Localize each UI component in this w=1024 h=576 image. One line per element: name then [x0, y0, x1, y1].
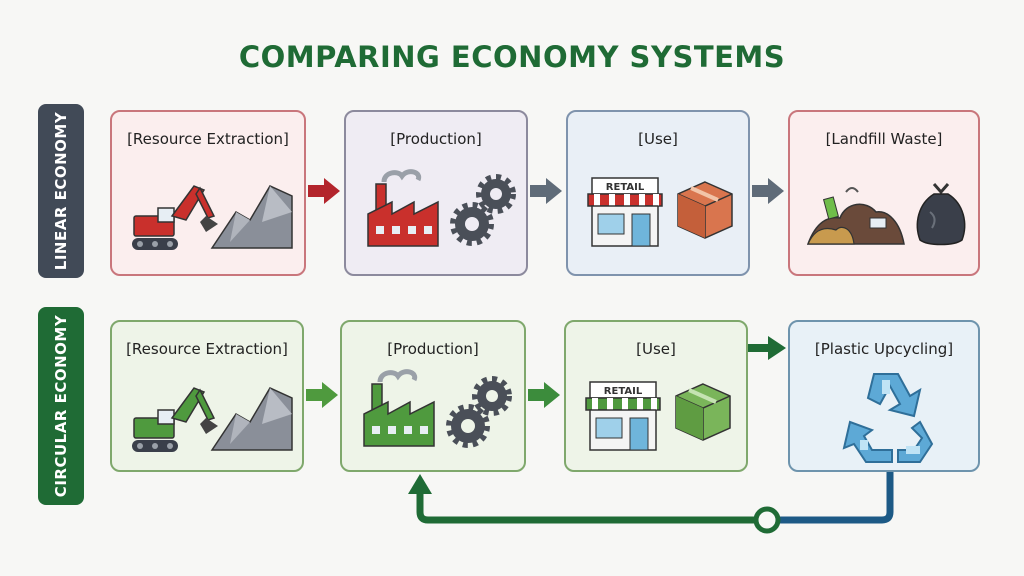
trash-bag-icon — [916, 183, 966, 246]
linear-economy-label: LINEAR ECONOMY — [38, 104, 84, 278]
return-arrow-head — [408, 474, 432, 494]
gears-icon — [446, 376, 512, 448]
store-sign-text: RETAIL — [604, 386, 643, 397]
circular-economy-label: CIRCULAR ECONOMY — [38, 307, 84, 505]
factory-icon — [367, 169, 439, 247]
step-label: [Production] — [387, 340, 479, 358]
box-icon — [677, 181, 733, 239]
store-sign-text: RETAIL — [606, 182, 645, 193]
waste-pile-icon — [806, 187, 905, 245]
loop-node — [753, 506, 781, 534]
rock-pile-icon — [210, 185, 293, 249]
step-label: [Landfill Waste] — [825, 130, 943, 148]
step-label: [Plastic Upcycling] — [814, 340, 954, 358]
step-label: [Resource Extraction] — [127, 130, 289, 148]
step-label: [Use] — [638, 130, 678, 148]
linear-arrow-3 — [752, 178, 784, 204]
circular-arrow-1 — [306, 382, 338, 408]
linear-arrow-1 — [308, 178, 340, 204]
step-label: [Resource Extraction] — [126, 340, 288, 358]
recycle-icon — [842, 373, 934, 463]
step-label: [Use] — [636, 340, 676, 358]
circular-arrow-2 — [528, 382, 560, 408]
circular-step-plastic-upcycling: [Plastic Upcycling] — [788, 320, 980, 472]
excavator-icon — [132, 185, 218, 250]
diagram-title: COMPARING ECONOMY SYSTEMS — [238, 40, 786, 74]
linear-step-resource-extraction: [Resource Extraction] — [110, 110, 306, 276]
linear-step-use: [Use] RETAIL — [566, 110, 750, 276]
factory-icon — [363, 369, 435, 447]
circular-step-production: [Production] — [340, 320, 526, 472]
gears-icon — [450, 174, 516, 246]
box-icon — [675, 383, 731, 441]
use-to-upcycling-arrow-head — [768, 336, 786, 360]
linear-arrow-2 — [530, 178, 562, 204]
linear-step-landfill-waste: [Landfill Waste] — [788, 110, 980, 276]
excavator-icon — [132, 387, 218, 452]
step-label: [Production] — [390, 130, 482, 148]
linear-step-production: [Production] — [344, 110, 528, 276]
rock-pile-icon — [210, 387, 293, 451]
circular-step-resource-extraction: [Resource Extraction] — [110, 320, 304, 472]
return-line-blue — [778, 472, 894, 524]
return-line-green — [416, 492, 756, 524]
circular-step-use: [Use] RETAIL — [564, 320, 748, 472]
retail-store-icon: RETAIL — [587, 177, 663, 247]
retail-store-icon: RETAIL — [585, 381, 661, 451]
